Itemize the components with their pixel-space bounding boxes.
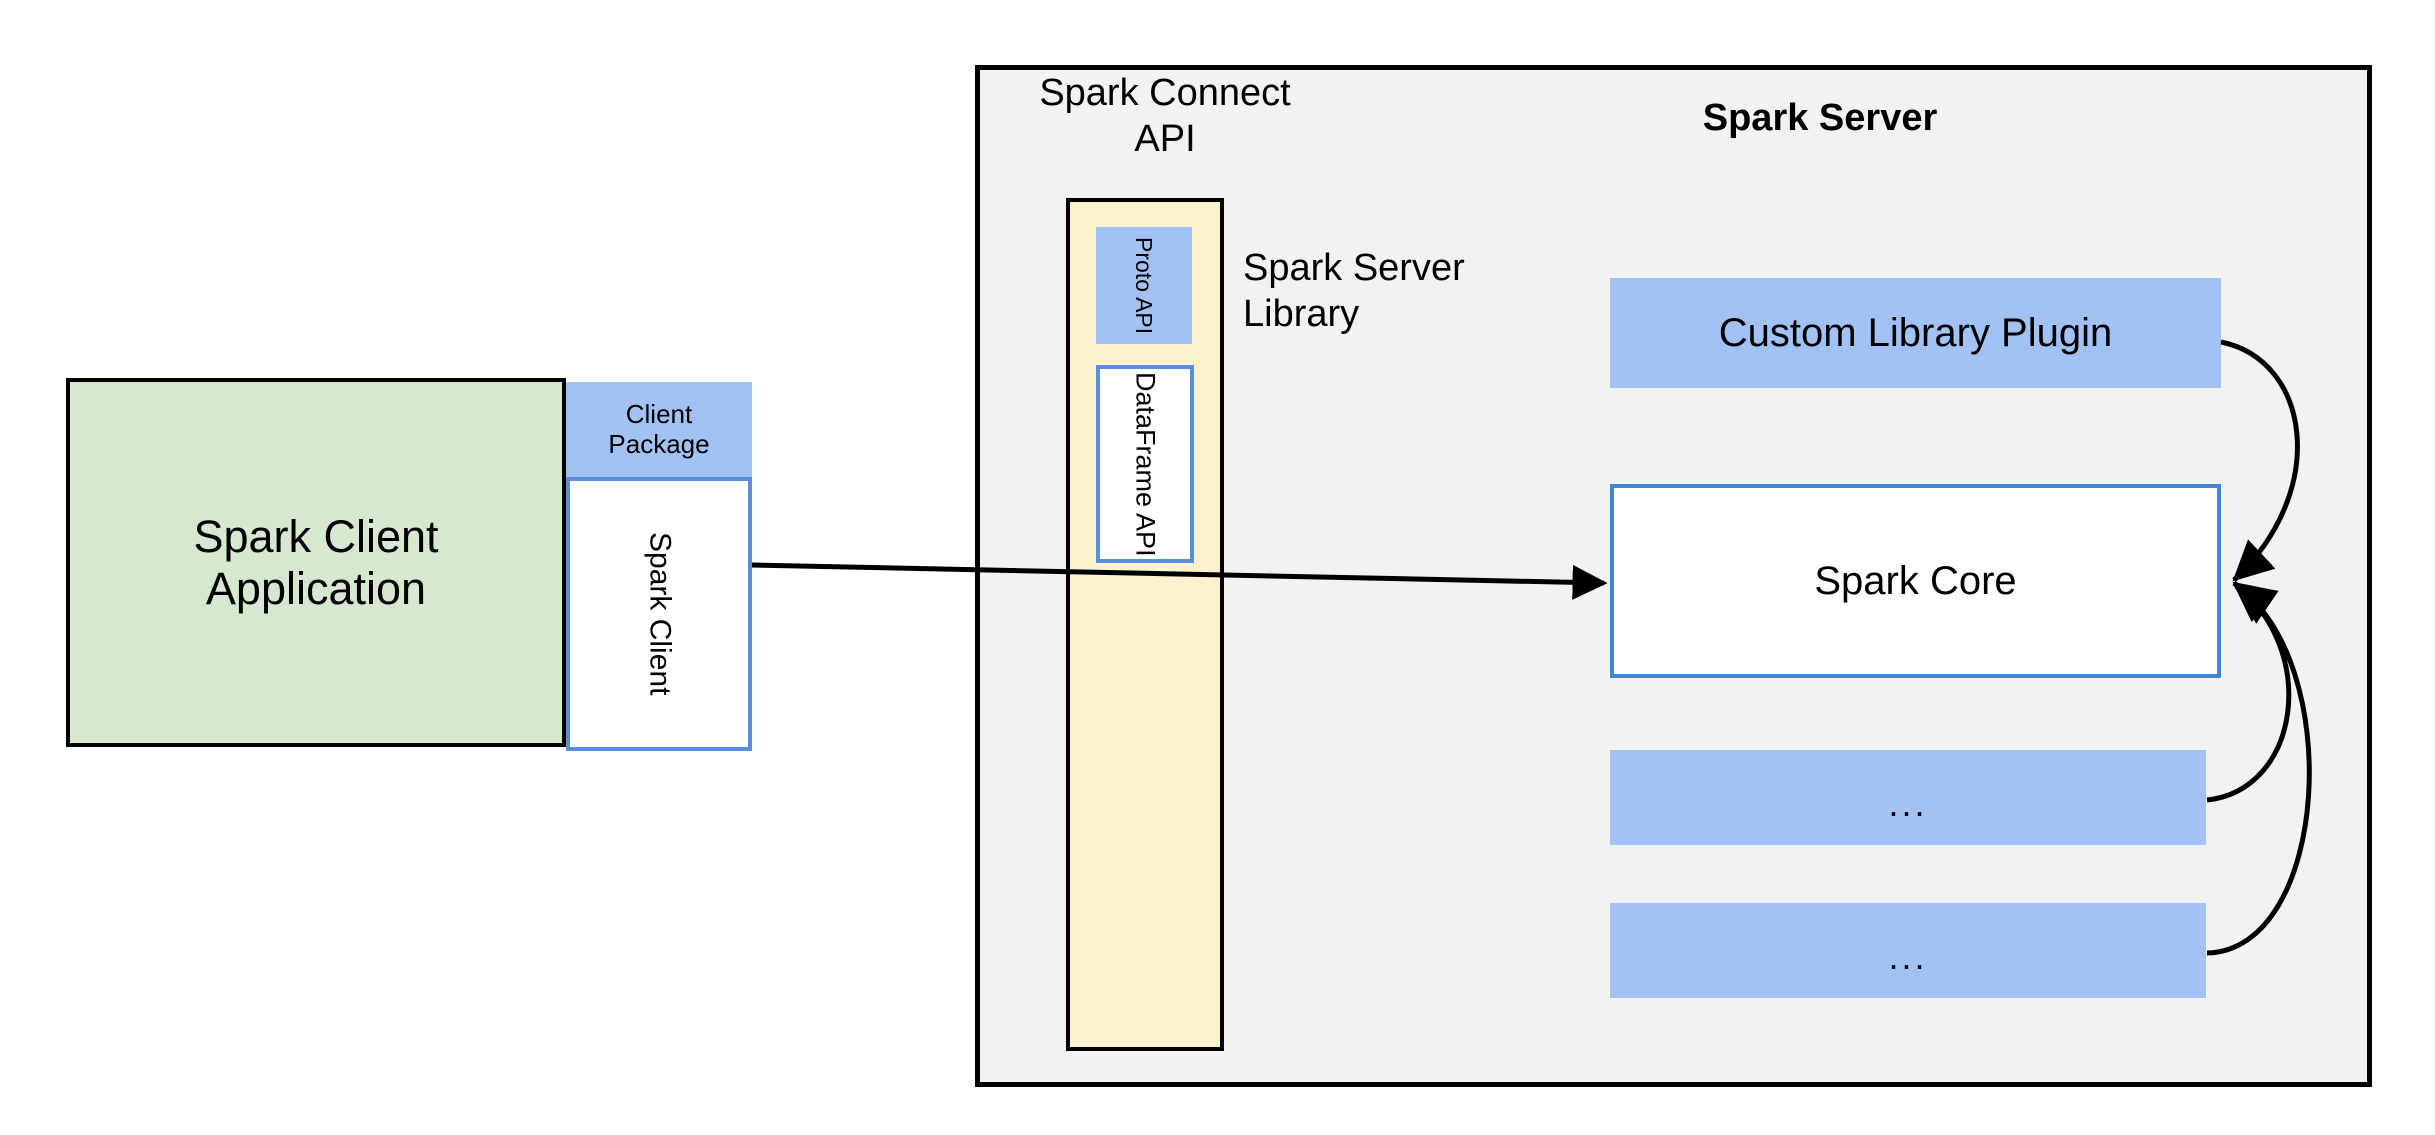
custom-library-plugin-label: Custom Library Plugin [1718,311,2113,355]
spark-server-title: Spark Server [1702,97,1938,139]
client-package-label: Client Package [608,398,710,459]
proto-api-box[interactable]: Proto API [1096,227,1192,344]
dataframe-api-box[interactable]: DataFrame API [1096,365,1194,563]
client-package-box[interactable]: Client Package [566,382,752,477]
spark-client-label: Spark Client [643,532,677,696]
spark-core-box[interactable]: Spark Core [1610,484,2221,678]
ellipsis-box-2-label: ... [1888,935,1928,977]
spark-connect-api-label: Spark Connect API [1039,72,1291,161]
ellipsis-box-1[interactable]: ... [1610,750,2206,845]
dataframe-api-label: DataFrame API [1130,371,1161,557]
spark-client-application-label: Spark Client Application [193,510,439,614]
ellipsis-box-2[interactable]: ... [1610,903,2206,998]
proto-api-label: Proto API [1131,236,1158,335]
spark-server-library-label: Spark Server Library [1243,247,1465,336]
spark-client-application-box[interactable]: Spark Client Application [66,378,566,747]
custom-library-plugin-box[interactable]: Custom Library Plugin [1610,278,2221,388]
ellipsis-box-1-label: ... [1888,782,1928,824]
spark-client-box[interactable]: Spark Client [566,477,752,751]
spark-core-label: Spark Core [1814,559,2017,603]
